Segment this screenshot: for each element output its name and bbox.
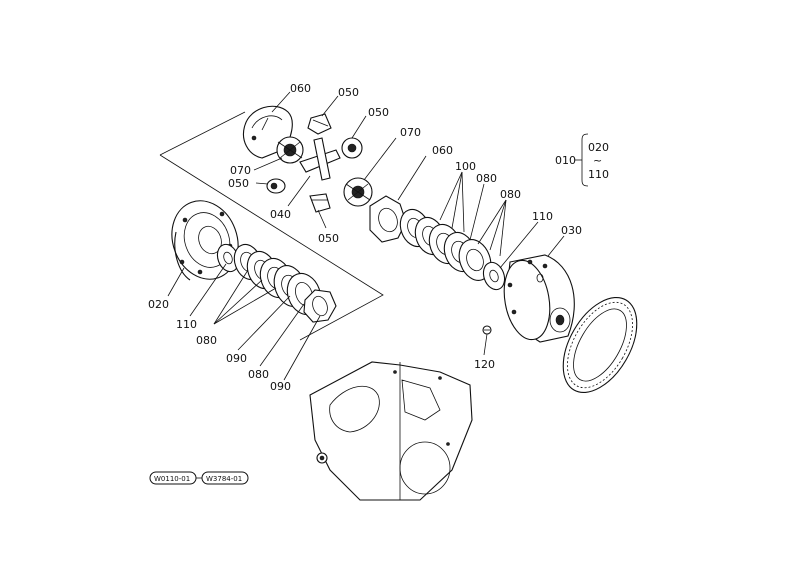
group-bracket: 010 020 ~ 110 — [555, 133, 609, 187]
group-sub-top-label: 020 — [588, 141, 609, 154]
callout-110: 110 — [176, 318, 197, 331]
assembly-frame-lines — [159, 111, 384, 341]
pinion-gear-bottom[interactable] — [309, 193, 331, 213]
group-main-label: 010 — [555, 154, 576, 167]
callout-070: 070 — [230, 164, 251, 177]
pinion-gear-right[interactable] — [341, 137, 363, 159]
pinion-gear-left[interactable] — [266, 178, 286, 194]
group-sub-bottom-label: 110 — [588, 168, 609, 181]
transmission-housing[interactable] — [309, 361, 473, 501]
callout-060: 060 — [432, 144, 453, 157]
callout-080: 080 — [500, 188, 521, 201]
callout-040: 040 — [270, 208, 291, 221]
differential-case-cover[interactable] — [161, 191, 249, 288]
callout-090: 090 — [226, 352, 247, 365]
spider-shaft[interactable] — [299, 137, 341, 181]
clutch-plate-stack-left[interactable] — [230, 241, 337, 323]
callout-080: 080 — [248, 368, 269, 381]
side-gear-top[interactable] — [276, 136, 304, 164]
reference-code-badge — [201, 471, 249, 485]
callout-050: 050 — [338, 86, 359, 99]
reference-code: W3784-01 — [206, 475, 242, 483]
group-tilde-label: ~ — [593, 154, 602, 167]
callout-070: 070 — [400, 126, 421, 139]
reference-codes: W0110-01 W3784-01 — [149, 471, 249, 485]
callout-080: 080 — [196, 334, 217, 347]
callout-060: 060 — [290, 82, 311, 95]
callout-050: 050 — [318, 232, 339, 245]
bolt[interactable] — [482, 325, 492, 335]
callout-050: 050 — [368, 106, 389, 119]
callout-120: 120 — [474, 358, 495, 371]
callout-020: 020 — [148, 298, 169, 311]
leader-lines — [167, 91, 565, 381]
ring-gear[interactable] — [548, 285, 652, 405]
callout-110: 110 — [532, 210, 553, 223]
callout-labels: 060 050 050 070 050 040 050 070 060 100 … — [148, 82, 582, 393]
reference-code: W0110-01 — [154, 475, 190, 483]
callout-080: 080 — [476, 172, 497, 185]
thrust-washer-right[interactable] — [480, 259, 508, 292]
clutch-plate-stack-right[interactable] — [395, 205, 496, 285]
pinion-gear-top[interactable] — [307, 113, 332, 135]
differential-case[interactable] — [498, 254, 575, 343]
callout-090: 090 — [270, 380, 291, 393]
callout-100: 100 — [455, 160, 476, 173]
callout-030: 030 — [561, 224, 582, 237]
callout-050: 050 — [228, 177, 249, 190]
side-gear-right[interactable] — [343, 177, 373, 207]
